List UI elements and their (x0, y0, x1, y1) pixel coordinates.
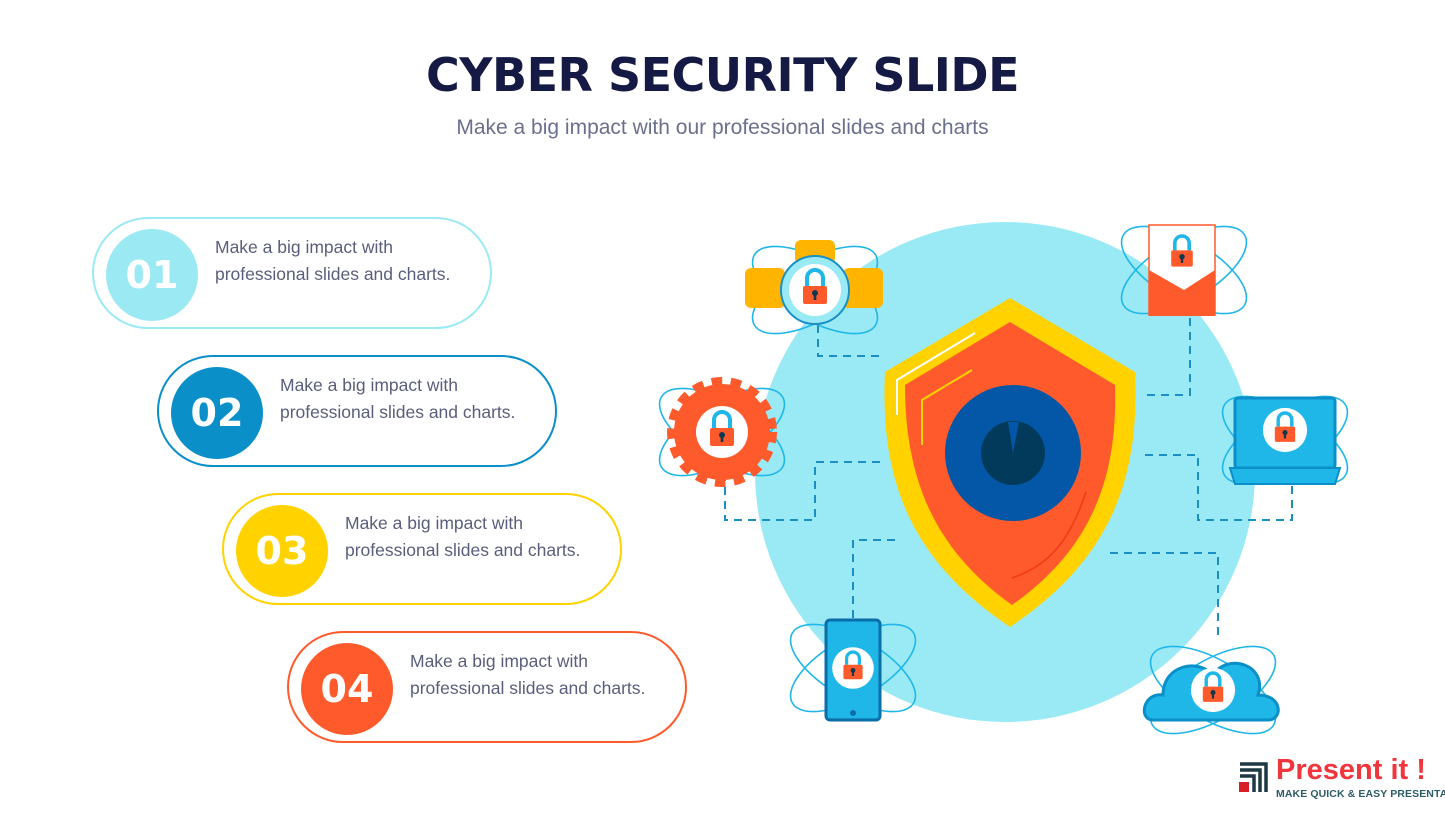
phone-lock-icon (776, 606, 930, 730)
item-card-03: 03 Make a big impact with professional s… (222, 493, 622, 605)
shield-icon (884, 298, 1136, 627)
item-text: Make a big impact with professional slid… (280, 375, 516, 422)
laptop-lock-icon (1208, 378, 1362, 502)
item-number: 03 (236, 505, 328, 597)
email-lock-icon (1107, 208, 1261, 332)
item-card-02: 02 Make a big impact with professional s… (157, 355, 557, 467)
logo-tagline: MAKE QUICK & EASY PRESENTATIONS (1276, 788, 1445, 800)
logo-mark-icon (1239, 762, 1268, 792)
gear-lock-icon (645, 370, 799, 494)
cloud-lock-icon (1136, 628, 1290, 752)
item-number: 01 (106, 229, 198, 321)
item-number: 04 (301, 643, 393, 735)
item-text: Make a big impact with professional slid… (410, 651, 646, 698)
slide-subtitle: Make a big impact with our professional … (456, 116, 989, 139)
logo-name: Present it ! (1276, 754, 1426, 786)
connector-lines (724, 318, 1293, 640)
item-text: Make a big impact with professional slid… (215, 237, 451, 284)
item-number: 02 (171, 367, 263, 459)
present-it-logo: Present it ! MAKE QUICK & EASY PRESENTAT… (1238, 754, 1445, 802)
slide-title: CYBER SECURITY SLIDE (425, 48, 1020, 102)
database-lock-icon (738, 228, 892, 352)
item-text: Make a big impact with professional slid… (345, 513, 581, 560)
item-card-04: 04 Make a big impact with professional s… (287, 631, 687, 743)
item-card-01: 01 Make a big impact with professional s… (92, 217, 492, 329)
